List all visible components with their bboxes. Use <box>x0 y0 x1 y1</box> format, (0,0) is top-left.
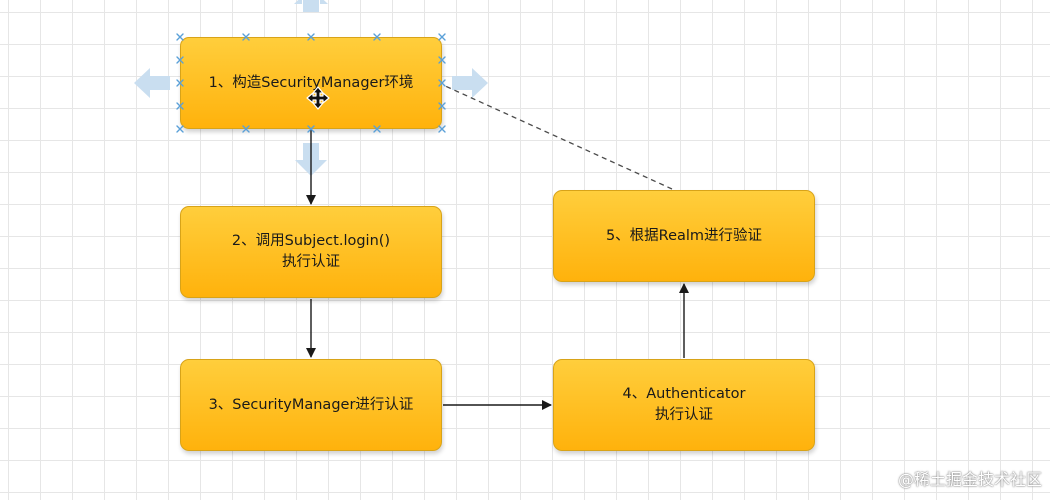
node-4-label-line-1: 4、Authenticator <box>622 386 746 402</box>
node-4-label-line-2: 执行认证 <box>655 407 713 423</box>
drag-hint-up-icon <box>303 0 319 12</box>
node-4-authenticator[interactable]: 4、Authenticator 执行认证 <box>553 359 815 451</box>
selection-handle <box>438 33 446 41</box>
node-1-build-security-manager[interactable]: 1、构造SecurityManager环境 <box>180 37 442 129</box>
node-2-label-line-1: 2、调用Subject.login() <box>231 233 391 249</box>
edge-5-to-1-dashed[interactable] <box>442 84 673 190</box>
node-3-security-manager-authenticate[interactable]: 3、SecurityManager进行认证 <box>180 359 442 451</box>
node-5-realm-verify[interactable]: 5、根据Realm进行验证 <box>553 190 815 282</box>
node-2-call-subject-login[interactable]: 2、调用Subject.login() 执行认证 <box>180 206 442 298</box>
drag-hint-right-icon <box>452 68 488 98</box>
node-1-label: 1、构造SecurityManager环境 <box>208 74 414 91</box>
node-5-label: 5、根据Realm进行验证 <box>605 227 763 244</box>
selection-handle <box>438 125 446 133</box>
selection-handle <box>176 125 184 133</box>
node-3-label: 3、SecurityManager进行认证 <box>208 396 414 413</box>
drag-hint-left-icon <box>134 68 170 98</box>
drag-hint-down-icon <box>295 143 327 176</box>
watermark: @稀土掘金技术社区 <box>897 470 1042 489</box>
node-2-label-line-2: 执行认证 <box>282 254 340 270</box>
drag-hint-up-icon <box>294 0 328 4</box>
